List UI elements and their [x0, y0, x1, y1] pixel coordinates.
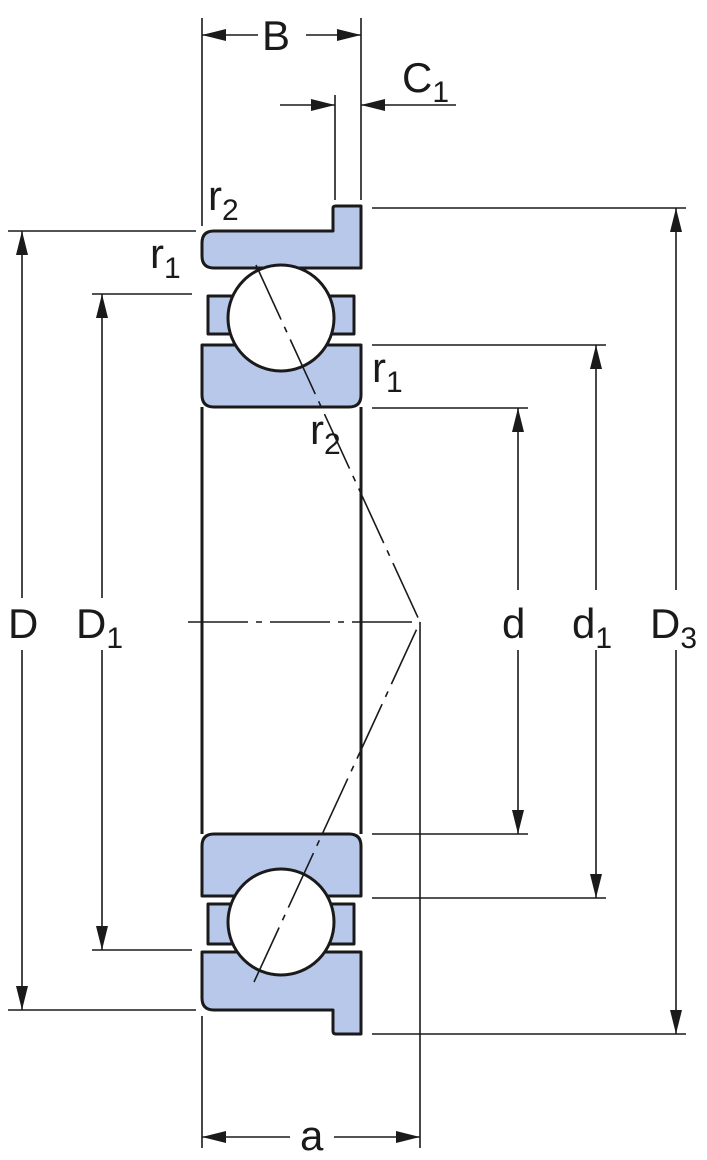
- label-r2-top: r2: [208, 172, 239, 227]
- top-outer-ring: [200, 204, 363, 270]
- label-d1: d1: [572, 600, 612, 655]
- top-inner-ring: [200, 343, 363, 409]
- label-C1: C1: [402, 54, 449, 109]
- bottom-outer-ring: [200, 950, 363, 1036]
- bottom-ball: [226, 867, 336, 977]
- label-D1: D1: [76, 600, 123, 655]
- label-B: B: [262, 12, 290, 59]
- extension-lines: [8, 18, 686, 1148]
- label-r1-right: r1: [372, 344, 403, 399]
- bottom-bearing-section: [200, 832, 363, 1036]
- bottom-inner-ring: [200, 832, 363, 898]
- label-r2-mid: r2: [310, 406, 341, 461]
- contact-line-bottom: [253, 621, 421, 983]
- label-r1-left: r1: [150, 230, 181, 285]
- label-d: d: [502, 600, 525, 647]
- label-D3: D3: [650, 600, 697, 655]
- top-bearing-section: [200, 204, 363, 409]
- dimension-lines: [16, 29, 682, 1143]
- contact-line-top: [255, 264, 421, 623]
- label-a: a: [300, 1112, 324, 1159]
- label-D: D: [8, 600, 38, 647]
